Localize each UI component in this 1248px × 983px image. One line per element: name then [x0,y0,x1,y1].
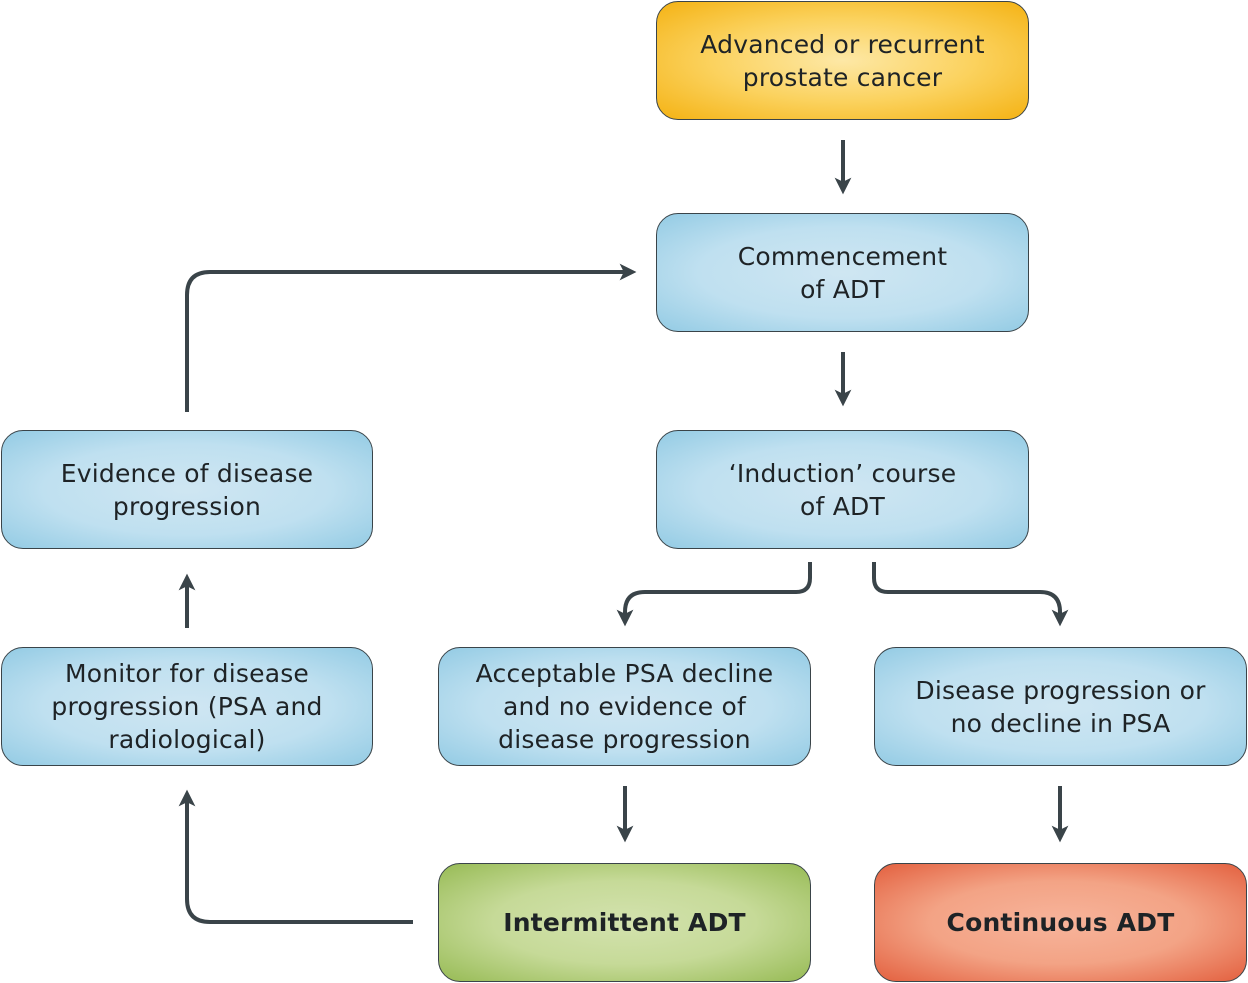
node-text-line: Commencement [737,241,948,271]
node-advanced-recurrent-prostate-cancer: Advanced or recurrent prostate cancer [656,1,1029,120]
arrow-evidence-to-commence [185,263,637,412]
node-monitor-for-disease-progression: Monitor for disease progression (PSA and… [1,647,373,766]
node-text-line: prostate cancer [742,62,943,92]
node-text-line: Acceptable PSA decline [475,659,774,688]
node-text-line: disease progression [498,725,751,754]
node-text-line: Monitor for disease [64,659,310,688]
node-commencement-of-adt: Commencement of ADT [656,213,1029,332]
node-text-line: ‘Induction’ course [728,458,957,488]
arrow-induction-to-acceptable [616,562,812,627]
node-text-line: Evidence of disease [60,458,314,488]
node-continuous-adt: Continuous ADT [874,863,1247,982]
node-text-line: Disease progression or [915,675,1206,705]
node-text-line: progression (PSA and [51,692,323,721]
node-acceptable-psa-decline: Acceptable PSA decline and no evidence o… [438,647,811,766]
node-text-line: of ADT [800,491,885,521]
node-evidence-of-disease-progression: Evidence of disease progression [1,430,373,549]
node-text-line: radiological) [108,725,266,754]
node-induction-course-of-adt: ‘Induction’ course of ADT [656,430,1029,549]
arrow-intermittent-to-monitor [178,789,413,924]
node-disease-progression-or-no-decline: Disease progression or no decline in PSA [874,647,1247,766]
node-text-line: Advanced or recurrent [700,29,985,59]
node-text-line: progression [112,491,262,521]
node-text-line: no decline in PSA [950,708,1171,738]
node-text-line: and no evidence of [502,692,747,721]
arrow-induction-to-disease [872,562,1069,627]
node-text-line: Intermittent ADT [503,908,746,937]
node-intermittent-adt: Intermittent ADT [438,863,811,982]
node-text-line: of ADT [800,274,885,304]
node-text-line: Continuous ADT [946,908,1175,937]
